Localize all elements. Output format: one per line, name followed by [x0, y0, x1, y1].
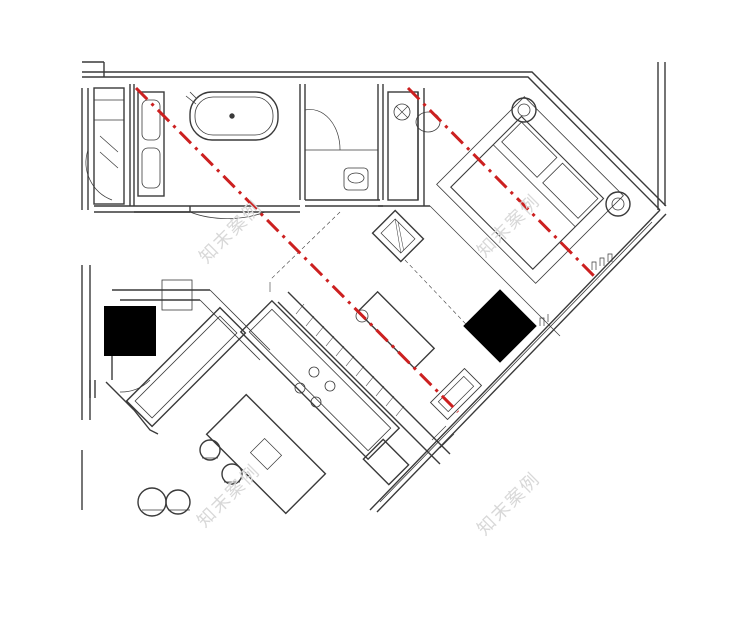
- sight-lines: [134, 86, 600, 414]
- structural-columns: [104, 289, 537, 363]
- left-bath: [85, 84, 135, 206]
- column-left: [104, 306, 156, 356]
- sight-line-1: [134, 86, 460, 414]
- outer-walls: [81, 61, 667, 513]
- master-bath: [94, 84, 384, 219]
- sight-line-2: [406, 86, 600, 282]
- living-area: [89, 279, 483, 517]
- column-right: [463, 289, 537, 363]
- bedroom: [387, 88, 631, 326]
